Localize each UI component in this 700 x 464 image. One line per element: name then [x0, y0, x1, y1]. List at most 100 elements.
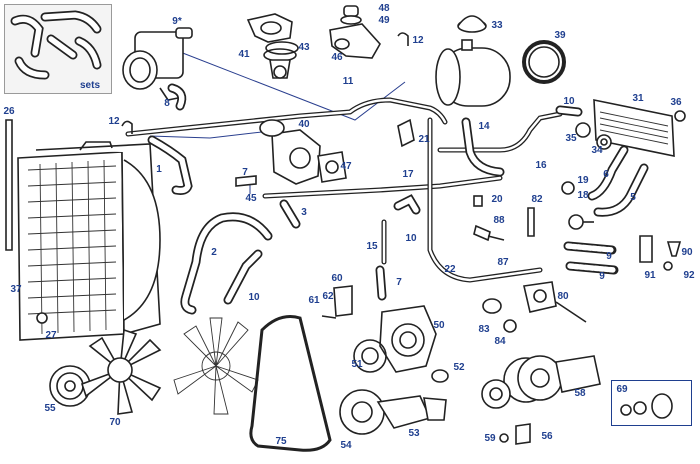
callout-5: 5	[630, 192, 636, 203]
callout-56: 56	[541, 431, 553, 442]
ring-19	[561, 181, 575, 195]
callout-10b: 10	[405, 233, 417, 244]
callout-53: 53	[408, 428, 420, 439]
water-pump-50	[379, 305, 437, 373]
callout-16: 16	[535, 160, 547, 171]
ring-52	[431, 369, 449, 383]
fitting-36	[674, 110, 686, 122]
nut-59	[499, 433, 509, 443]
pipe-22	[427, 117, 543, 283]
callout-35: 35	[565, 133, 577, 144]
callout-22: 22	[444, 264, 456, 275]
belt-75	[249, 315, 332, 452]
callout-31: 31	[632, 93, 644, 104]
callout-80: 80	[557, 291, 569, 302]
callout-62: 62	[322, 291, 334, 302]
box-69-frame	[611, 380, 692, 426]
callout-58: 58	[574, 388, 586, 399]
callout-90: 90	[681, 247, 693, 258]
leader-11	[174, 49, 406, 121]
sets-label: sets	[80, 80, 101, 91]
callout-8: 8	[164, 98, 170, 109]
callout-7b: 7	[396, 277, 402, 288]
bolt-61	[321, 315, 337, 319]
callout-3: 3	[301, 207, 307, 218]
sensor-82	[527, 207, 535, 237]
pump-53	[339, 389, 447, 435]
callout-87: 87	[497, 257, 509, 268]
callout-37: 37	[10, 284, 22, 295]
expansion-tank	[435, 39, 511, 107]
gasket-51	[353, 339, 387, 373]
callout-40: 40	[298, 119, 310, 130]
gasket-41	[265, 41, 299, 55]
callout-26: 26	[3, 106, 15, 117]
callout-75: 75	[275, 436, 287, 447]
bolt-45	[235, 175, 257, 187]
callout-11: 11	[342, 76, 354, 87]
callout-49: 49	[378, 15, 390, 26]
callout-70: 70	[109, 417, 121, 428]
callout-92: 92	[683, 270, 695, 281]
callout-50: 50	[433, 320, 445, 331]
callout-10a: 10	[563, 96, 575, 107]
callout-15: 15	[366, 241, 378, 252]
callout-7a: 7	[242, 167, 248, 178]
housing-40	[259, 119, 321, 185]
callout-84: 84	[494, 336, 506, 347]
callout-34: 34	[591, 145, 603, 156]
callout-9star: 9*	[172, 16, 182, 27]
fitting-34	[596, 134, 612, 150]
callout-33: 33	[491, 20, 503, 31]
bracket-21	[397, 118, 415, 148]
hose-sets-inset	[4, 4, 112, 94]
callout-17: 17	[402, 169, 414, 180]
pulley-58	[503, 355, 601, 403]
callout-61: 61	[308, 295, 320, 306]
callout-60: 60	[331, 273, 343, 284]
callout-12b: 12	[108, 116, 120, 127]
clip-12b	[121, 120, 133, 134]
block-20	[473, 195, 483, 207]
oil-cooler-31	[593, 99, 675, 157]
callout-9b: 9	[599, 271, 605, 282]
callout-69: 69	[616, 384, 628, 395]
fitting-35	[575, 122, 591, 138]
fan-70	[80, 328, 162, 415]
callout-88: 88	[493, 215, 505, 226]
sensor-91	[639, 235, 653, 263]
callout-41: 41	[238, 49, 250, 60]
callout-36: 36	[670, 97, 682, 108]
callout-9a: 9	[606, 251, 612, 262]
callout-46: 46	[331, 52, 343, 63]
callout-39: 39	[554, 30, 566, 41]
callout-14: 14	[478, 121, 490, 132]
callout-59: 59	[484, 433, 496, 444]
callout-27: 27	[45, 330, 57, 341]
sensor-88	[473, 224, 491, 242]
pipe-16	[437, 111, 563, 153]
ring-83	[482, 298, 502, 314]
radiator-cap-33	[457, 15, 487, 33]
hose-sets-illustration	[10, 10, 102, 80]
callout-47: 47	[340, 161, 352, 172]
callout-48: 48	[378, 3, 390, 14]
thermostat-part	[263, 48, 297, 79]
callout-1: 1	[156, 164, 162, 175]
callout-83: 83	[478, 324, 490, 335]
callout-10c: 10	[248, 292, 260, 303]
fitting-84	[503, 319, 517, 333]
callout-55: 55	[44, 403, 56, 414]
fan-alt	[173, 317, 259, 415]
callout-18: 18	[577, 190, 589, 201]
leader-1	[149, 131, 263, 139]
pulley-small	[481, 379, 511, 409]
clip-12a	[397, 32, 409, 46]
callout-6: 6	[603, 169, 609, 180]
drain-27	[36, 312, 48, 324]
callout-45: 45	[245, 193, 257, 204]
washer-69b	[633, 401, 647, 415]
bracket-60	[333, 285, 353, 317]
